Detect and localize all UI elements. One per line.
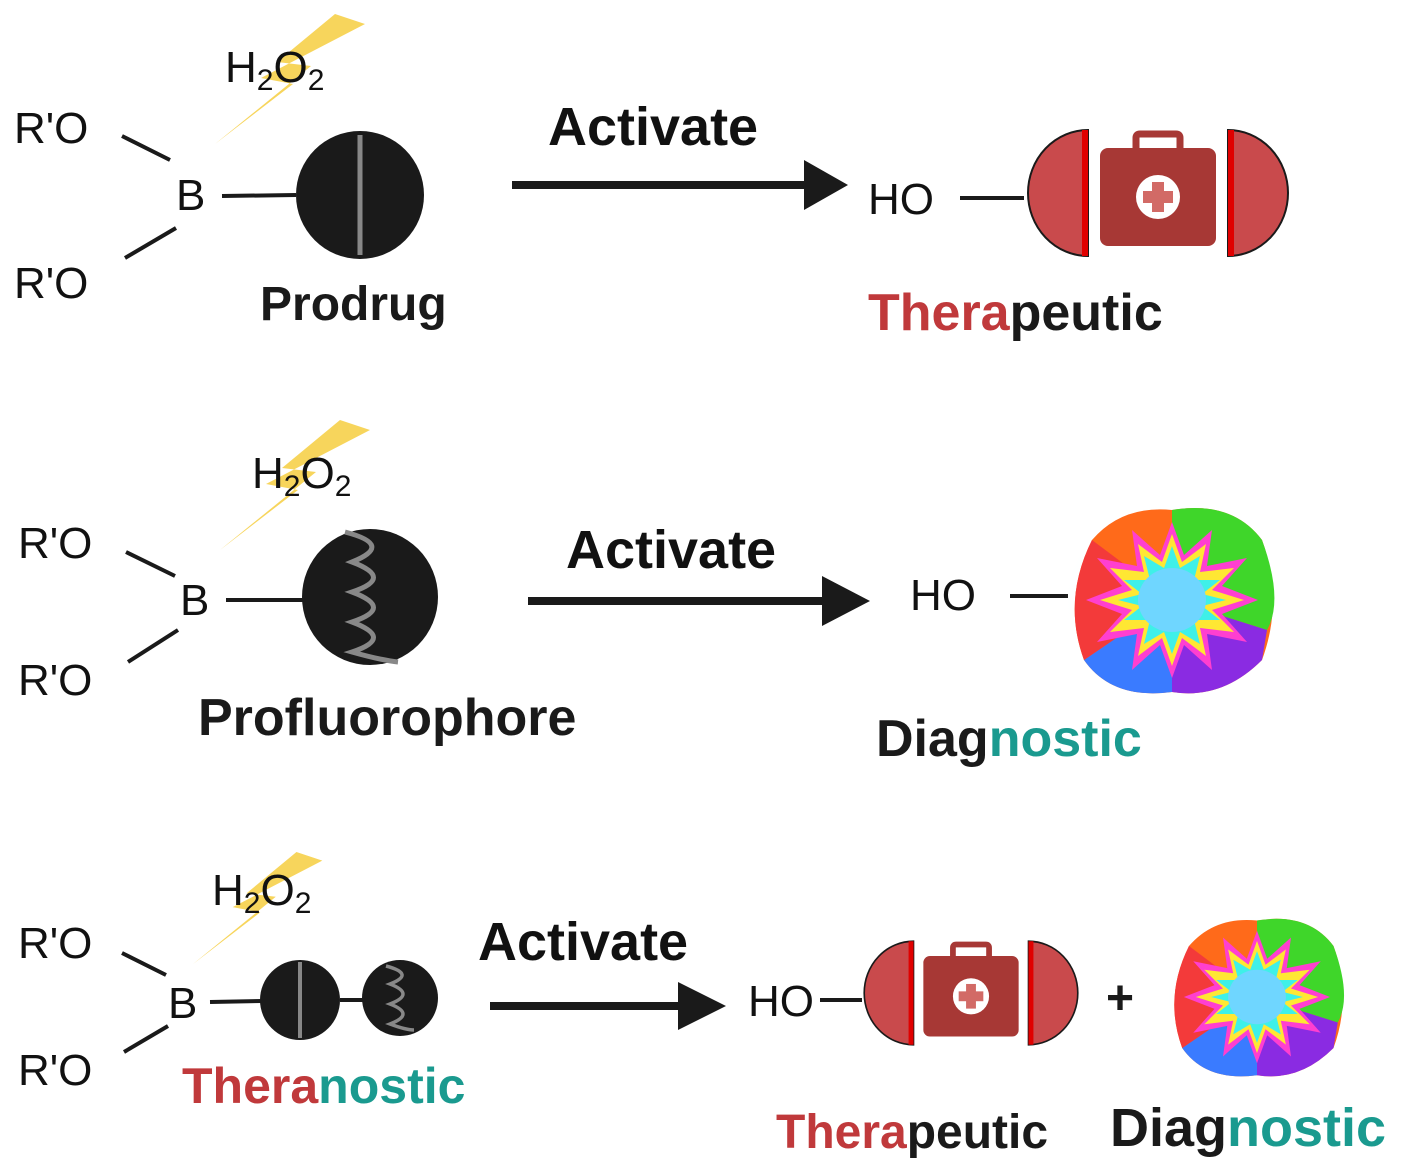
pill-capsule-icon [864, 941, 1078, 1045]
arrow-right-icon [490, 982, 726, 1030]
prodrug-label: Prodrug [260, 278, 447, 331]
h2o2-label: H2O2 [252, 449, 351, 503]
boron-label: B [180, 576, 209, 625]
activate-label: Activate [566, 520, 776, 580]
ro-label-top: R'O [14, 104, 88, 153]
arrow-right-icon [528, 576, 870, 626]
fluorescent-burst-icon [1165, 913, 1349, 1081]
h2o2-label: H2O2 [212, 866, 311, 920]
profluorophore-label: Profluorophore [198, 689, 576, 747]
arrow-right-icon [512, 160, 848, 210]
activate-label: Activate [478, 912, 688, 972]
ho-label: HO [748, 977, 814, 1026]
fluorescent-burst-icon [1064, 502, 1280, 698]
ro-label-top: R'O [18, 519, 92, 568]
ho-label: HO [910, 571, 976, 620]
profluorophore-icon [362, 960, 438, 1036]
ro-label-bottom: R'O [14, 259, 88, 308]
activate-label: Activate [548, 97, 758, 157]
ho-label: HO [868, 175, 934, 224]
pill-capsule-icon [1028, 130, 1288, 256]
ro-label-bottom: R'O [18, 1046, 92, 1095]
bond-line [123, 226, 178, 260]
prodrug-pill-icon [260, 960, 340, 1040]
row-prodrug: H2O2 R'O R'O B Prodrug Activate HO Thera… [14, 14, 1288, 342]
plus-sign: + [1106, 972, 1134, 1025]
prodrug-pill-icon [296, 131, 424, 259]
bond-line [209, 999, 263, 1004]
therapeutic-label: Therapeutic [868, 284, 1163, 342]
boron-label: B [168, 979, 197, 1028]
bond-line [121, 134, 171, 162]
ro-label-bottom: R'O [18, 656, 92, 705]
theranostic-label: Theranostic [182, 1058, 465, 1114]
ro-label-top: R'O [18, 919, 92, 968]
row-profluorophore: H2O2 R'O R'O B Profluorophore Activate H… [18, 420, 1280, 768]
profluorophore-icon [302, 529, 438, 665]
h2o2-label: H2O2 [225, 43, 324, 97]
boron-label: B [176, 171, 205, 220]
diagnostic-label: Diagnostic [876, 710, 1142, 768]
row-theranostic: H2O2 R'O R'O B Theranostic Activate HO +… [18, 852, 1386, 1159]
bond-line [121, 951, 167, 977]
therapeutic-label: Therapeutic [776, 1106, 1048, 1159]
bond-line [221, 193, 297, 198]
bond-line [126, 628, 180, 664]
diagnostic-label: Diagnostic [1110, 1098, 1386, 1158]
bond-line [125, 550, 176, 578]
bond-line [122, 1024, 170, 1054]
